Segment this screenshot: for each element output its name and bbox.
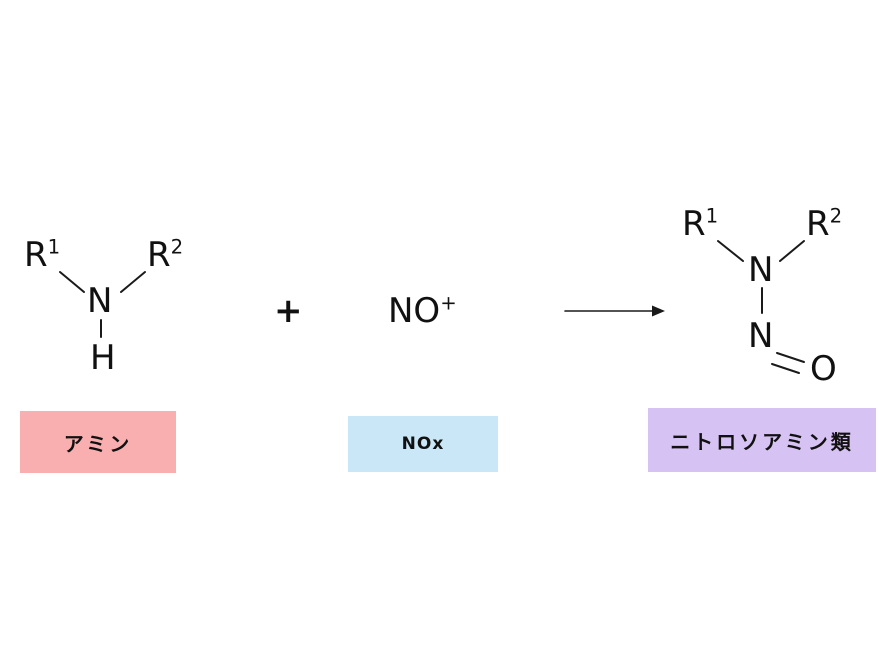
amine-r1-label: R1: [24, 235, 61, 275]
amine-r1-base: R: [24, 235, 48, 275]
bond-nitrosamine-r1-n: [717, 240, 744, 262]
amine-label-box: アミン: [20, 411, 176, 473]
reagent-formula-base: NO: [388, 291, 441, 331]
bond-amine-r2-n: [120, 271, 146, 293]
nitrosamine-n-bottom-label: N: [748, 316, 774, 356]
nitrosamine-r2-base: R: [806, 204, 830, 244]
plus-sign: +: [274, 291, 303, 331]
amine-n-label: N: [87, 281, 113, 321]
reaction-arrow-icon: [564, 305, 665, 317]
nox-label-text: NOx: [401, 434, 445, 454]
reagent-formula-sup: +: [440, 291, 457, 315]
nox-label-box: NOx: [348, 416, 498, 472]
nitrosamine-r1-base: R: [682, 204, 706, 244]
nitrosamine-n-top-label: N: [748, 250, 774, 290]
bond-amine-r1-n: [59, 271, 85, 293]
nitrosamine-label-box: ニトロソアミン類: [648, 408, 876, 472]
nitrosamine-r2-sup: 2: [829, 204, 843, 228]
amine-r2-sup: 2: [170, 235, 184, 259]
nitrosamine-label-text: ニトロソアミン類: [670, 429, 854, 454]
nitrosamine-r1-sup: 1: [705, 204, 719, 228]
amine-r1-sup: 1: [47, 235, 61, 259]
bond-nitrosamine-r2-n: [779, 240, 805, 262]
nitrosamine-r1-label: R1: [682, 204, 719, 244]
bond-nitrosamine-n-o-double-1: [776, 352, 805, 363]
amine-label-text: アミン: [63, 431, 133, 456]
amine-r2-label: R2: [147, 235, 184, 275]
bond-nitrosamine-n-o-double-2: [771, 363, 800, 374]
amine-h-label: H: [90, 338, 116, 378]
nitrosamine-r2-label: R2: [806, 204, 843, 244]
nitrosamine-o-label: O: [810, 349, 837, 389]
reagent-formula: NO+: [388, 291, 457, 331]
amine-r2-base: R: [147, 235, 171, 275]
